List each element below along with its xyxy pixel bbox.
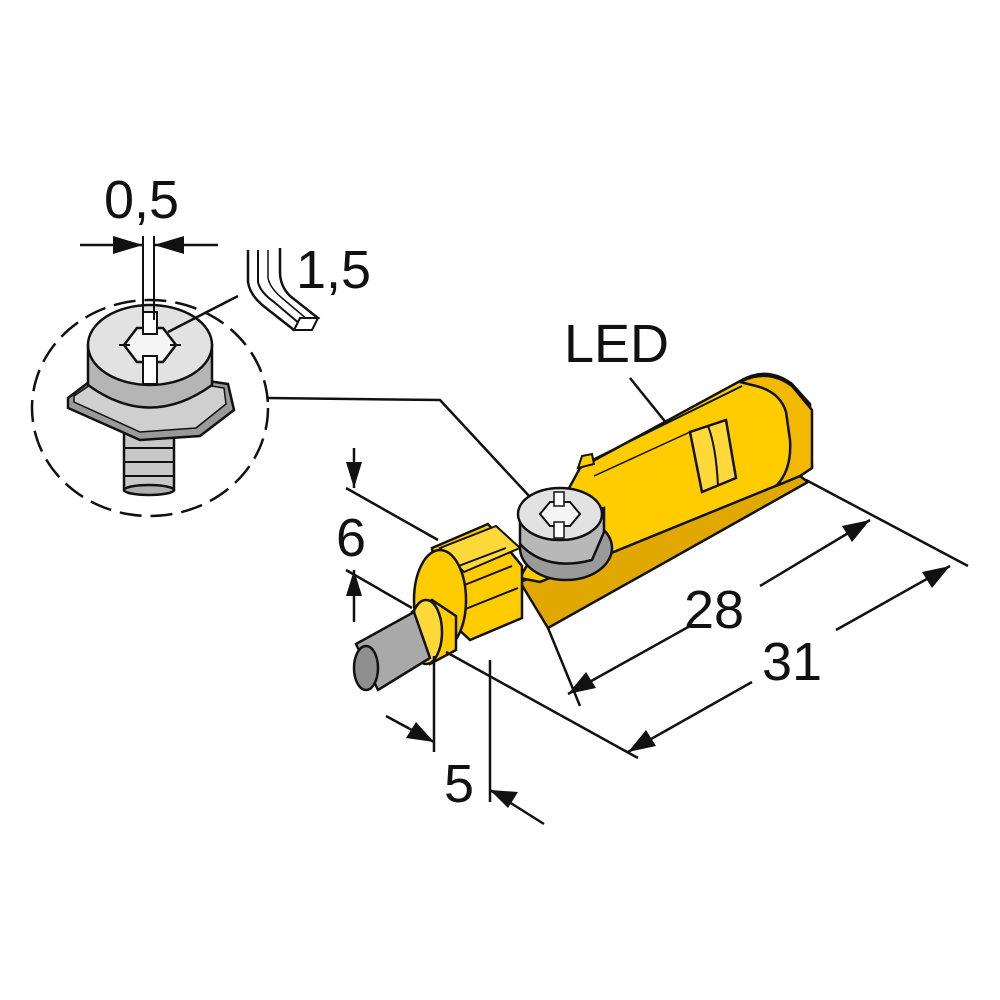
arrowhead-icon: [628, 730, 656, 752]
total-length-label: 31: [762, 632, 822, 692]
arrowhead-icon: [154, 236, 184, 254]
arrowhead-icon: [346, 462, 362, 488]
tool-leader-line: [167, 294, 239, 334]
arrowhead-icon: [406, 722, 434, 742]
tool-label: 1,5: [296, 240, 371, 300]
arrowhead-icon: [490, 790, 518, 808]
cable: [352, 610, 432, 692]
housing-end-cap: [736, 374, 814, 488]
arrowhead-icon: [113, 236, 143, 254]
body-length-label: 28: [684, 580, 744, 640]
sensor-mounting-screw: [516, 486, 614, 582]
height-label: 6: [336, 508, 366, 568]
led-callout: LED: [564, 314, 681, 441]
width-label: 5: [444, 754, 474, 814]
arrowhead-icon: [922, 566, 950, 588]
detail-leader-line: [267, 396, 531, 498]
arrowhead-icon: [842, 520, 870, 542]
screw-detail: [30, 294, 531, 518]
arrowhead-icon: [568, 672, 596, 694]
gap-label: 0,5: [104, 170, 179, 230]
screw-head: [86, 303, 214, 409]
led-window: [688, 418, 738, 494]
length-dimensions: 28 31: [445, 478, 969, 760]
width-dimension: 5: [385, 656, 545, 826]
arrowhead-icon: [346, 570, 362, 596]
detail-circle: [30, 298, 270, 518]
hex-key-tool: 1,5: [246, 240, 371, 332]
gap-dimension: 0,5: [80, 170, 218, 320]
led-label: LED: [564, 314, 669, 374]
hex-socket-icon: [538, 501, 582, 527]
sensor-body: [352, 372, 814, 692]
height-dimension: 6: [336, 448, 439, 622]
